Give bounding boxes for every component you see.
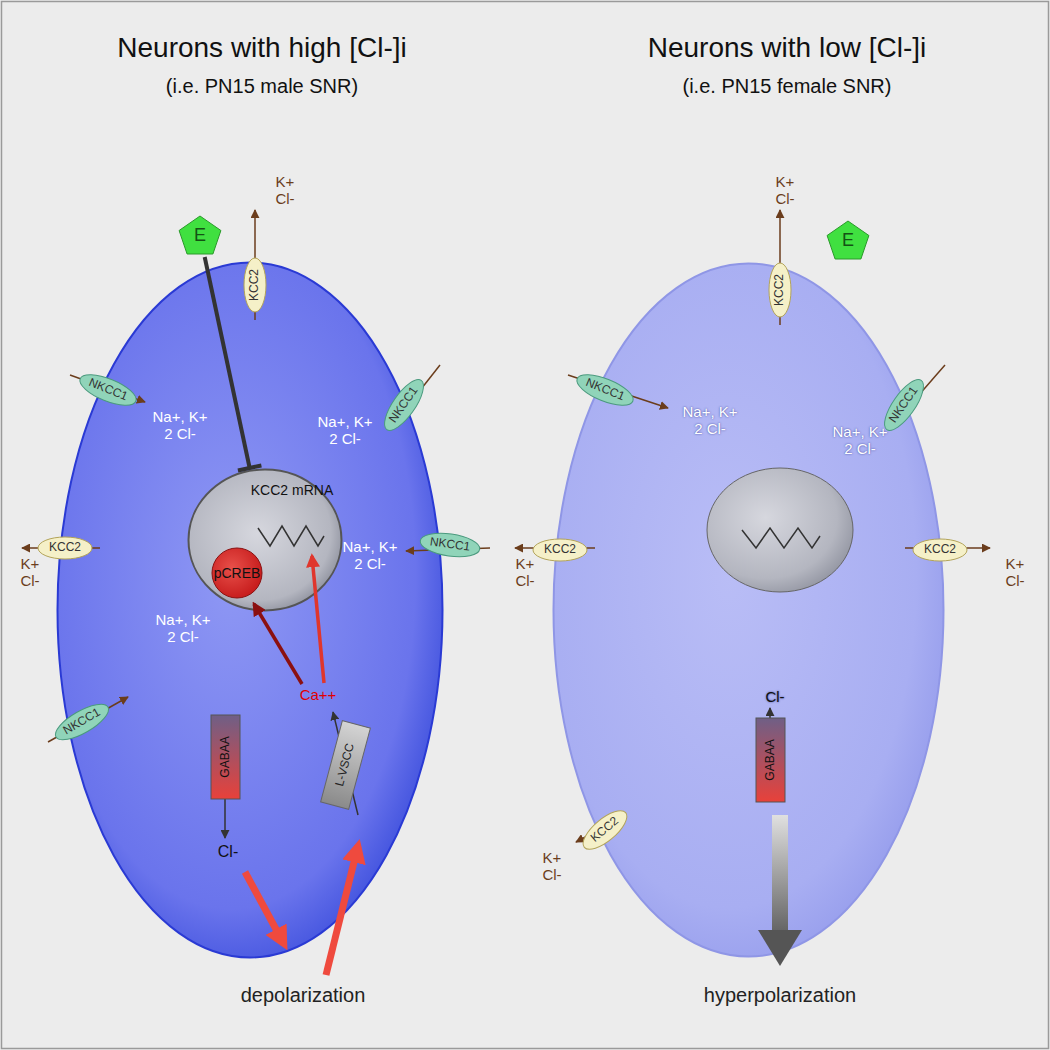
node-label: KCC2 xyxy=(49,541,81,555)
ion-text: Na+, K+ 2 Cl- xyxy=(678,403,742,438)
kcc2-transporter: KCC2 xyxy=(243,257,267,313)
ion-label: K+ Cl- xyxy=(770,173,800,208)
estradiol-pentagon: E xyxy=(177,213,223,257)
nucleus: KCC2 mRNA pCREB xyxy=(187,468,343,612)
ion-text: Na+, K+ 2 Cl- xyxy=(313,413,377,448)
node-label: GABAA xyxy=(763,739,777,780)
kcc2-transporter: KCC2 xyxy=(532,538,588,562)
ion-label: Cl- xyxy=(218,843,238,861)
panel-subtitle: (i.e. PN15 male SNR) xyxy=(166,75,358,98)
kcc2-transporter: KCC2 xyxy=(37,536,93,560)
gabaa-receptor: GABAA xyxy=(755,718,785,803)
gabaa-receptor: GABAA xyxy=(210,715,240,800)
neuron-cell-outline xyxy=(552,262,945,958)
effect-label: hyperpolarization xyxy=(704,984,856,1007)
ion-text: Na+, K+ 2 Cl- xyxy=(151,611,215,646)
panel-title: Neurons with low [Cl-]i xyxy=(648,32,927,64)
ion-label: K+ Cl- xyxy=(510,555,540,590)
node-label: GABAA xyxy=(218,736,232,777)
ion-label: K+ Cl- xyxy=(270,173,300,208)
node-label: KCC2 xyxy=(544,543,576,557)
ion-text: Ca++ xyxy=(300,686,337,703)
ion-text: KCC2 mRNA xyxy=(251,482,333,498)
ion-label: K+ Cl- xyxy=(15,555,45,590)
panel-subtitle: (i.e. PN15 female SNR) xyxy=(683,75,892,98)
node-label: E xyxy=(194,225,206,246)
ion-text: Na+, K+ 2 Cl- xyxy=(338,538,402,573)
panel-title: Neurons with high [Cl-]i xyxy=(117,32,406,64)
pcreb-circle: pCREB xyxy=(211,547,263,599)
ion-label: K+ Cl- xyxy=(537,849,567,884)
effect-label: depolarization xyxy=(241,984,366,1007)
kcc2-transporter: KCC2 xyxy=(768,262,792,318)
node-label: KCC2 xyxy=(773,274,787,306)
neuron-cell: Na+, K+ 2 Cl- Na+, K+ 2 Cl- Cl- xyxy=(552,262,945,958)
ion-text: Na+, K+ 2 Cl- xyxy=(828,423,892,458)
neuron-cell: Na+, K+ 2 Cl- Na+, K+ 2 Cl- Na+, K+ 2 Cl- N… xyxy=(56,261,444,959)
estradiol-pentagon: E xyxy=(825,218,871,262)
node-label: pCREB xyxy=(214,565,261,581)
ion-text: Cl- xyxy=(765,688,784,705)
node-label: KCC2 xyxy=(248,269,262,301)
ion-text: Na+, K+ 2 Cl- xyxy=(148,408,212,443)
node-label: KCC2 xyxy=(924,543,956,557)
inhibition-connector xyxy=(205,257,262,471)
node-label: E xyxy=(842,230,854,251)
kcc2-transporter: KCC2 xyxy=(912,538,968,562)
ion-label: K+ Cl- xyxy=(1000,555,1030,590)
